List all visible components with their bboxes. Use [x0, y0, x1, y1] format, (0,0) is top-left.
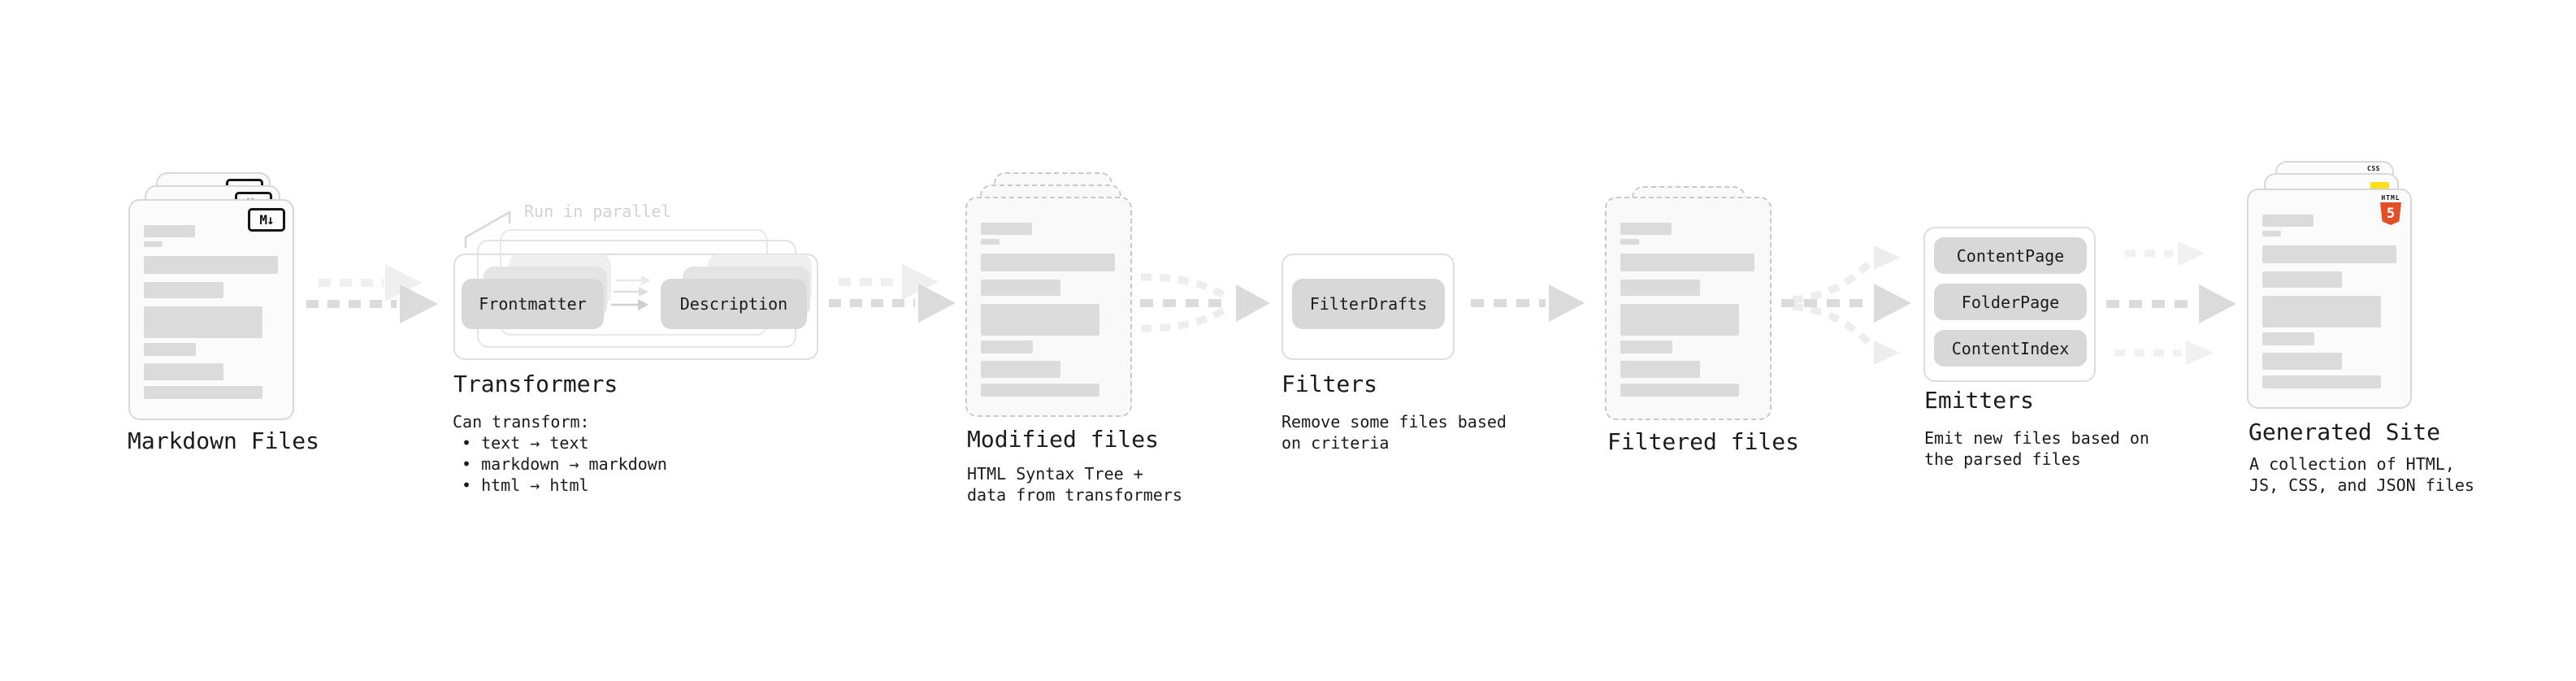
markdown-icon-label: M↓ [259, 211, 274, 228]
skeleton-line [981, 361, 1060, 378]
stage-description-line: on criteria [1281, 433, 1390, 453]
skeleton-line [144, 282, 223, 298]
skeleton-line [981, 340, 1033, 354]
skeleton-line [1620, 254, 1754, 271]
stage-label-transformers: Transformers [453, 371, 618, 397]
arrow-emitters-to-generated [2106, 241, 2236, 365]
skeleton-line [144, 343, 196, 356]
stage-description-line: HTML Syntax Tree + [967, 464, 1143, 484]
chip-label: Description [679, 294, 788, 314]
chip-label: FolderPage [1961, 292, 2060, 312]
stage-label-filters: Filters [1281, 371, 1378, 397]
skeleton-line [981, 280, 1060, 296]
emitter-chip-folderpage: FolderPage [1934, 284, 2087, 320]
chip-label: ContentPage [1956, 245, 2065, 266]
skeleton-line [981, 304, 1099, 336]
stage-description-modified-files: HTML Syntax Tree + data from transformer… [967, 463, 1182, 505]
skeleton-line [144, 363, 223, 380]
stage-label-generated-site: Generated Site [2249, 419, 2441, 445]
html5-icon-wordmark: HTML [2381, 194, 2400, 202]
stage-description-line: Emit new files based on [1924, 428, 2149, 448]
filtered-file-card-front [1605, 197, 1772, 420]
stage-description-generated-site: A collection of HTML, JS, CSS, and JSON … [2249, 453, 2474, 496]
chip-label: Frontmatter [479, 294, 587, 314]
skeleton-line [144, 225, 195, 237]
stage-label-filtered-files: Filtered files [1607, 428, 1800, 455]
arrow-modified-to-filters [1140, 273, 1270, 332]
arrow-transformers-to-modified [829, 264, 956, 323]
stage-description-line: • html → html [462, 475, 589, 495]
skeleton-line [981, 239, 1000, 245]
transformer-chip-frontmatter: Frontmatter [462, 279, 604, 329]
stage-description-line: A collection of HTML, [2249, 454, 2455, 474]
modified-file-card-front [965, 197, 1132, 417]
stage-description-line: the parsed files [1924, 449, 2081, 469]
chip-label: FilterDrafts [1309, 294, 1428, 314]
arrow-filtered-to-emitters [1781, 245, 1911, 365]
html5-icon-shield: 5 [2380, 202, 2401, 225]
chip-label: ContentIndex [1951, 338, 2070, 358]
transformers-box-front [453, 254, 818, 360]
css-icon-label: CSS [2367, 165, 2380, 172]
transformer-chip-description: Description [661, 279, 807, 329]
html5-icon: HTML 5 [2380, 194, 2401, 225]
markdown-icon: M↓ [248, 208, 285, 232]
skeleton-line [144, 256, 278, 274]
skeleton-line [2262, 375, 2381, 388]
arrow-filters-to-filtered [1471, 284, 1585, 322]
stage-description-line: • text → text [462, 433, 589, 453]
skeleton-line [981, 254, 1115, 271]
html5-icon-numeral: 5 [2386, 206, 2396, 222]
stage-label-markdown-files: Markdown Files [128, 427, 320, 454]
skeleton-line [1620, 223, 1672, 235]
stage-description-line: Can transform: [453, 412, 590, 432]
skeleton-line [2262, 296, 2381, 327]
stage-description-transformers: Can transform: • text → text • markdown … [453, 411, 667, 496]
skeleton-line [1620, 239, 1639, 245]
emitter-chip-contentpage: ContentPage [1934, 237, 2087, 274]
generated-file-card-front: HTML 5 [2247, 189, 2412, 409]
stage-description-line: JS, CSS, and JSON files [2249, 475, 2474, 495]
stage-description-filters: Remove some files based on criteria [1281, 411, 1507, 453]
filter-chip-filterdrafts: FilterDrafts [1292, 279, 1445, 329]
skeleton-line [144, 306, 262, 338]
stage-description-line: data from transformers [967, 485, 1182, 505]
skeleton-line [2262, 332, 2314, 345]
skeleton-line [981, 223, 1032, 235]
skeleton-line [1620, 304, 1739, 336]
skeleton-line [2262, 245, 2396, 263]
skeleton-line [144, 241, 163, 247]
stage-label-modified-files: Modified files [967, 426, 1160, 453]
skeleton-line [1620, 340, 1672, 354]
skeleton-line [144, 386, 262, 399]
skeleton-line [2262, 231, 2281, 236]
markdown-file-card-front: M↓ [128, 199, 294, 420]
stage-description-line: Remove some files based [1281, 412, 1507, 432]
run-in-parallel-callout: Run in parallel [524, 202, 671, 221]
stage-description-emitters: Emit new files based on the parsed files [1924, 427, 2149, 470]
skeleton-line [2262, 353, 2342, 370]
skeleton-line [2262, 215, 2314, 227]
stage-description-line: • markdown → markdown [462, 454, 667, 474]
arrow-markdown-to-transformers [306, 264, 438, 323]
stage-label-emitters: Emitters [1924, 387, 2034, 414]
skeleton-line [1620, 361, 1700, 378]
emitter-chip-contentindex: ContentIndex [1934, 330, 2087, 367]
skeleton-line [981, 384, 1099, 397]
skeleton-line [1620, 280, 1700, 296]
skeleton-line [1620, 384, 1739, 397]
skeleton-line [2262, 271, 2342, 288]
